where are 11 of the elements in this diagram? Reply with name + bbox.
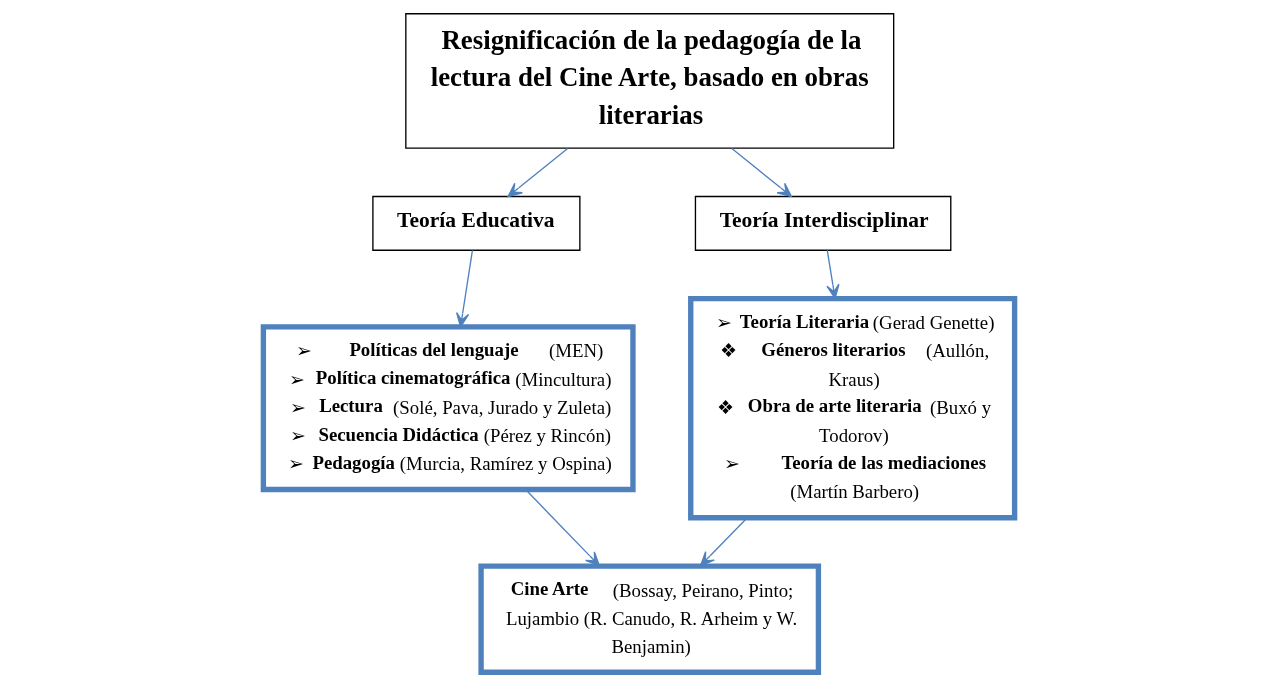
arrow <box>525 489 600 567</box>
arrow <box>731 147 793 198</box>
node-box: ➢ Teoría Literaria (Gerad Genette) ❖ Géneros literarios (Aullón, Kraus) ❖ Obra de arte literaria (Buxó y Todorov) ➢ Teoría de las mediaciones (Martín Barbero) <box>688 295 1018 521</box>
node-box: Resignificación de la pedagogía de la lectura del Cine Arte, basado en obras literarias <box>405 13 895 149</box>
arrow <box>699 517 748 567</box>
node-box: Teoría Educativa <box>372 195 581 251</box>
node-box: Cine Arte (Bossay, Peirano, Pinto; Lujambio (R. Canudo, R. Arheim y W. Benjamin) <box>478 563 822 675</box>
node-box: ➢ Políticas del lenguaje (MEN) ➢ Política cinematográfica (Mincultura) ➢ Lectura (Solé, Pava, Jurado y Zuleta) ➢ Secuencia Didáctica (Pérez y Rincón) ➢ Pedagogía (Murcia, Ramírez y Ospina) <box>260 324 636 493</box>
arrow <box>507 147 569 198</box>
node-box: Teoría Interdisciplinar <box>694 195 952 251</box>
arrow <box>455 249 474 328</box>
